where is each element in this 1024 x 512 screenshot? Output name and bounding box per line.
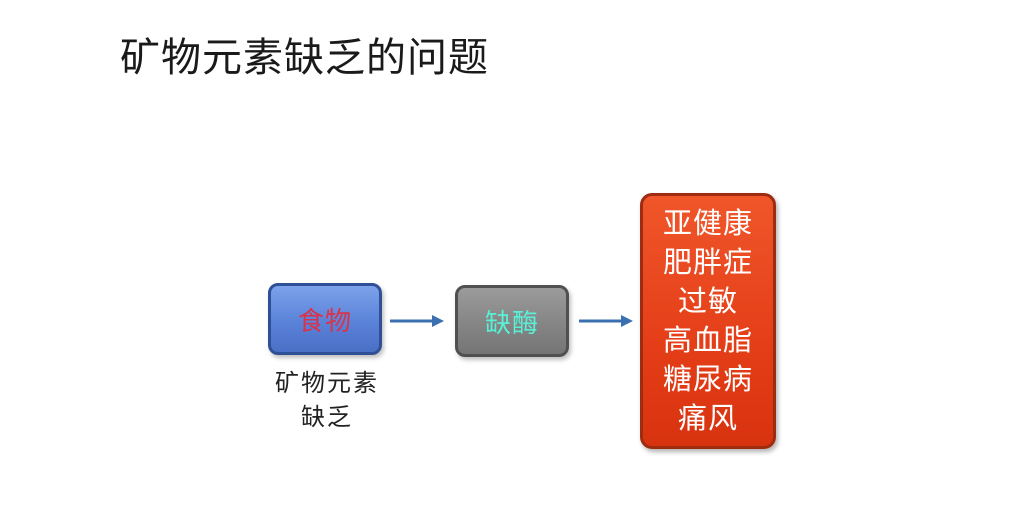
- food-caption-line1: 矿物元素: [275, 369, 379, 397]
- outcome-item: 高血脂: [662, 323, 753, 357]
- outcome-item: 亚健康: [662, 206, 753, 240]
- outcome-item: 过敏: [677, 284, 738, 318]
- food-label: 食物: [297, 306, 352, 337]
- outcomes-box: 亚健康 肥胖症 过敏 高血脂 糖尿病 痛风: [640, 193, 776, 449]
- arrow-enzyme-to-outcomes: [579, 315, 633, 327]
- arrow-food-to-enzyme: [390, 315, 444, 327]
- outcome-item: 肥胖症: [662, 245, 753, 279]
- outcome-item: 糖尿病: [662, 362, 753, 396]
- food-box: 食物: [268, 283, 382, 355]
- food-caption-line2: 缺乏: [301, 403, 353, 431]
- enzyme-label: 缺酶: [484, 308, 539, 339]
- enzyme-box: 缺酶: [455, 285, 569, 357]
- food-caption: 矿物元素 缺乏: [262, 366, 392, 434]
- outcome-item: 痛风: [677, 401, 738, 435]
- page-title: 矿物元素缺乏的问题: [120, 35, 489, 81]
